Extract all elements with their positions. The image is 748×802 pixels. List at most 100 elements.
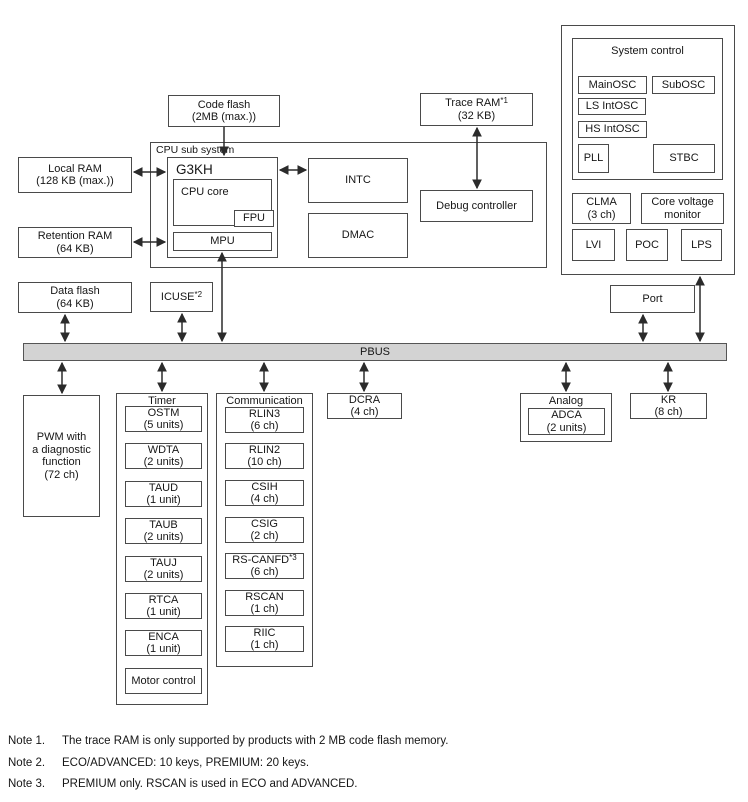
riic-channels: (1 ch) (250, 639, 279, 651)
trace-ram-box: Trace RAM*1 (32 KB) (420, 93, 533, 126)
trace-ram-label: Trace RAM*1 (445, 96, 508, 110)
rs-canfd-label: RS-CANFD*3 (232, 552, 297, 566)
note-3: Note 3.PREMIUM only. RSCAN is used in EC… (8, 778, 357, 791)
riic-box: RIIC (1 ch) (225, 626, 304, 652)
kr-label: KR (660, 393, 677, 406)
ostm-label: OSTM (147, 406, 180, 419)
dmac-box: DMAC (308, 213, 408, 258)
dcra-label: DCRA (348, 393, 381, 406)
poc-box: POC (626, 229, 668, 261)
dmac-label: DMAC (341, 229, 375, 242)
pwm-box: PWM with a diagnostic function (72 ch) (23, 395, 100, 517)
rlin3-channels: (6 ch) (250, 420, 279, 432)
enca-units: (1 unit) (146, 643, 181, 655)
taub-label: TAUB (149, 518, 178, 531)
note-1-text: The trace RAM is only supported by produ… (62, 735, 449, 747)
port-box: Port (610, 285, 695, 313)
ls-intosc-box: LS IntOSC (578, 98, 646, 115)
lps-label: LPS (691, 238, 712, 251)
pwm-channels: (72 ch) (44, 468, 79, 481)
communication-group-title: Communication (226, 395, 303, 407)
core-voltage-monitor-label-2: monitor (664, 208, 701, 221)
rtca-units: (1 unit) (146, 606, 181, 618)
fpu-label: FPU (243, 212, 265, 225)
retention-ram-size: (64 KB) (56, 242, 94, 255)
data-flash-box: Data flash (64 KB) (18, 282, 132, 313)
rtca-label: RTCA (148, 593, 179, 606)
lps-box: LPS (681, 229, 722, 261)
adca-label: ADCA (551, 409, 582, 421)
rtca-box: RTCA (1 unit) (125, 593, 202, 619)
note-1-label: Note 1. (8, 735, 46, 747)
pwm-label-1: PWM with (36, 431, 87, 443)
taud-box: TAUD (1 unit) (125, 481, 202, 507)
note-2-text: ECO/ADVANCED: 10 keys, PREMIUM: 20 keys. (62, 757, 310, 769)
csih-box: CSIH (4 ch) (225, 480, 304, 506)
timer-group-title: Timer (148, 395, 176, 407)
kr-box: KR (8 ch) (630, 393, 707, 419)
csih-channels: (4 ch) (250, 493, 279, 505)
rlin2-box: RLIN2 (10 ch) (225, 443, 304, 469)
clma-label: CLMA (586, 196, 617, 208)
csih-label: CSIH (251, 480, 278, 493)
retention-ram-box: Retention RAM (64 KB) (18, 227, 132, 258)
pbus-bar: PBUS (23, 343, 727, 361)
motor-control-label: Motor control (131, 674, 196, 687)
mpu-box: MPU (173, 232, 272, 251)
csig-label: CSIG (251, 517, 278, 530)
wdta-box: WDTA (2 units) (125, 443, 202, 469)
intc-label: INTC (345, 174, 371, 187)
mpu-label: MPU (210, 235, 235, 248)
taub-box: TAUB (2 units) (125, 518, 202, 544)
kr-channels: (8 ch) (654, 406, 683, 418)
system-control-title: System control (611, 45, 684, 57)
note-2: Note 2. ECO/ADVANCED: 10 keys, PREMIUM: 2… (8, 757, 309, 770)
pll-box: PLL (578, 144, 609, 173)
debug-controller-label: Debug controller (436, 199, 517, 212)
wdta-units: (2 units) (143, 456, 184, 468)
lvi-box: LVI (572, 229, 615, 261)
rs-canfd-box: RS-CANFD*3 (6 ch) (225, 553, 304, 579)
hs-intosc-label: HS IntOSC (585, 123, 640, 136)
data-flash-label: Data flash (50, 285, 100, 297)
subosc-label: SubOSC (661, 78, 706, 91)
rlin3-label: RLIN3 (248, 407, 281, 420)
note-2-label: Note 2. (8, 757, 46, 769)
local-ram-size: (128 KB (max.)) (36, 175, 114, 187)
rlin3-box: RLIN3 (6 ch) (225, 407, 304, 433)
adca-units: (2 units) (546, 421, 587, 434)
enca-box: ENCA (1 unit) (125, 630, 202, 656)
tauj-label: TAUJ (150, 556, 177, 569)
data-flash-size: (64 KB) (56, 297, 94, 310)
riic-label: RIIC (253, 626, 276, 639)
csig-box: CSIG (2 ch) (225, 517, 304, 543)
tauj-box: TAUJ (2 units) (125, 556, 202, 582)
lvi-label: LVI (585, 238, 602, 251)
pll-label: PLL (583, 152, 604, 165)
subosc-box: SubOSC (652, 76, 715, 94)
local-ram-label: Local RAM (48, 162, 102, 175)
note-3-label: Note 3. (8, 778, 46, 790)
rscan-channels: (1 ch) (250, 603, 279, 615)
rscan-label: RSCAN (245, 590, 284, 603)
analog-group-title: Analog (548, 395, 584, 407)
local-ram-box: Local RAM (128 KB (max.)) (18, 157, 132, 193)
icuse-box: ICUSE*2 (150, 282, 213, 312)
pwm-label-3: function (42, 456, 81, 468)
core-voltage-monitor-box: Core voltage monitor (641, 193, 724, 224)
rscan-box: RSCAN (1 ch) (225, 590, 304, 616)
icuse-note-ref: *2 (194, 289, 203, 299)
timer-group-box: Timer (116, 393, 208, 705)
ostm-box: OSTM (5 units) (125, 406, 202, 432)
rlin2-label: RLIN2 (248, 443, 281, 456)
code-flash-label: Code flash (197, 98, 251, 111)
note-1: Note 1. The trace RAM is only supported b… (8, 735, 448, 748)
g3kh-label: G3KH (176, 162, 213, 177)
trace-ram-note-ref: *1 (500, 96, 508, 105)
fpu-box: FPU (234, 210, 274, 227)
code-flash-box: Code flash (2MB (max.)) (168, 95, 280, 127)
intc-box: INTC (308, 158, 408, 203)
rs-canfd-channels: (6 ch) (250, 566, 279, 578)
debug-controller-box: Debug controller (420, 190, 533, 222)
